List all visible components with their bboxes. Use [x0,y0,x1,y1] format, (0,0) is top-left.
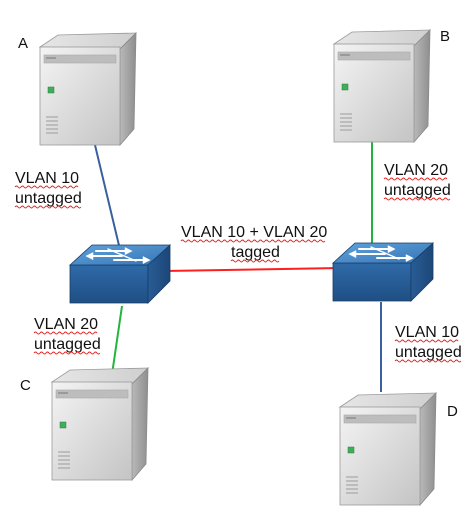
server-b [333,29,431,143]
label-b-vlan: VLAN 20 [384,162,448,179]
label-a-mode: untagged [15,190,82,207]
label-d-link: VLAN 10 untagged [394,324,462,363]
server-a [39,32,137,146]
label-trunk-mode: tagged [231,244,280,261]
label-trunk-vlan: VLAN 10 + VLAN 20 [181,224,327,241]
node-label-a: A [18,35,28,52]
link-a-to-switch-1 [94,144,123,259]
node-label-b: B [440,28,450,45]
label-c-link: VLAN 20 untagged [33,316,101,355]
label-b-mode: untagged [384,182,451,199]
label-c-mode: untagged [34,336,101,353]
trunk-link [164,267,341,272]
label-d-vlan: VLAN 10 [395,324,459,341]
server-c [51,367,149,481]
links [94,142,382,392]
label-a-link: VLAN 10 untagged [14,170,82,209]
label-d-mode: untagged [395,344,462,361]
node-label-c: C [20,377,31,394]
switch-1 [69,244,171,304]
label-a-vlan: VLAN 10 [15,170,79,187]
label-c-vlan: VLAN 20 [34,316,98,333]
node-label-d: D [447,403,458,420]
label-trunk-link: VLAN 10 + VLAN 20 tagged [180,224,327,263]
server-d [339,392,437,506]
label-b-link: VLAN 20 untagged [383,162,451,201]
switch-2 [332,242,434,302]
